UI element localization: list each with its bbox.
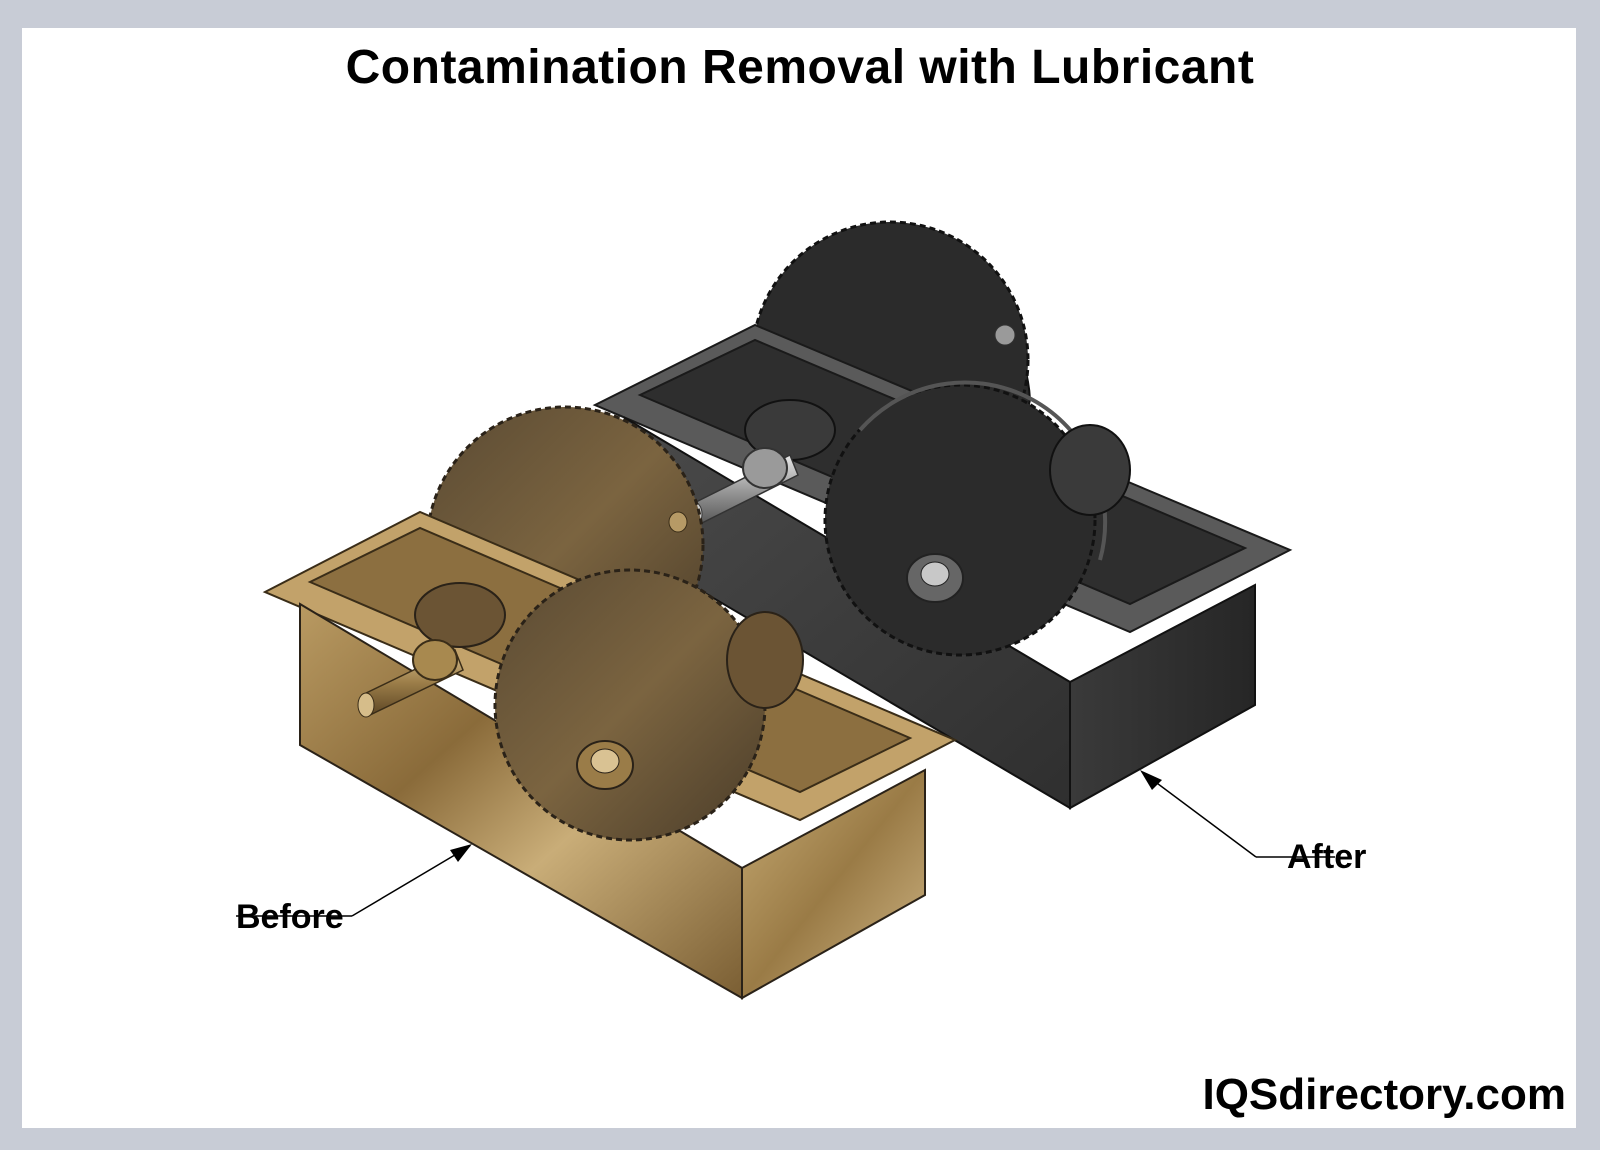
dirty-front-gear — [493, 568, 767, 842]
clean-front-gear — [823, 383, 1097, 657]
clean-side-face — [1069, 583, 1256, 810]
after-label: After — [1287, 838, 1367, 876]
before-leader — [236, 844, 472, 917]
brand-watermark: IQSdirectory.com — [1202, 1070, 1566, 1119]
dirty-gearbox — [262, 405, 958, 1000]
clean-gearbox — [592, 220, 1293, 810]
diagram-title: Contamination Removal with Lubricant — [345, 41, 1255, 94]
after-leader — [1140, 770, 1335, 858]
dirty-side-face — [741, 768, 926, 1000]
before-label: Before — [236, 898, 344, 936]
